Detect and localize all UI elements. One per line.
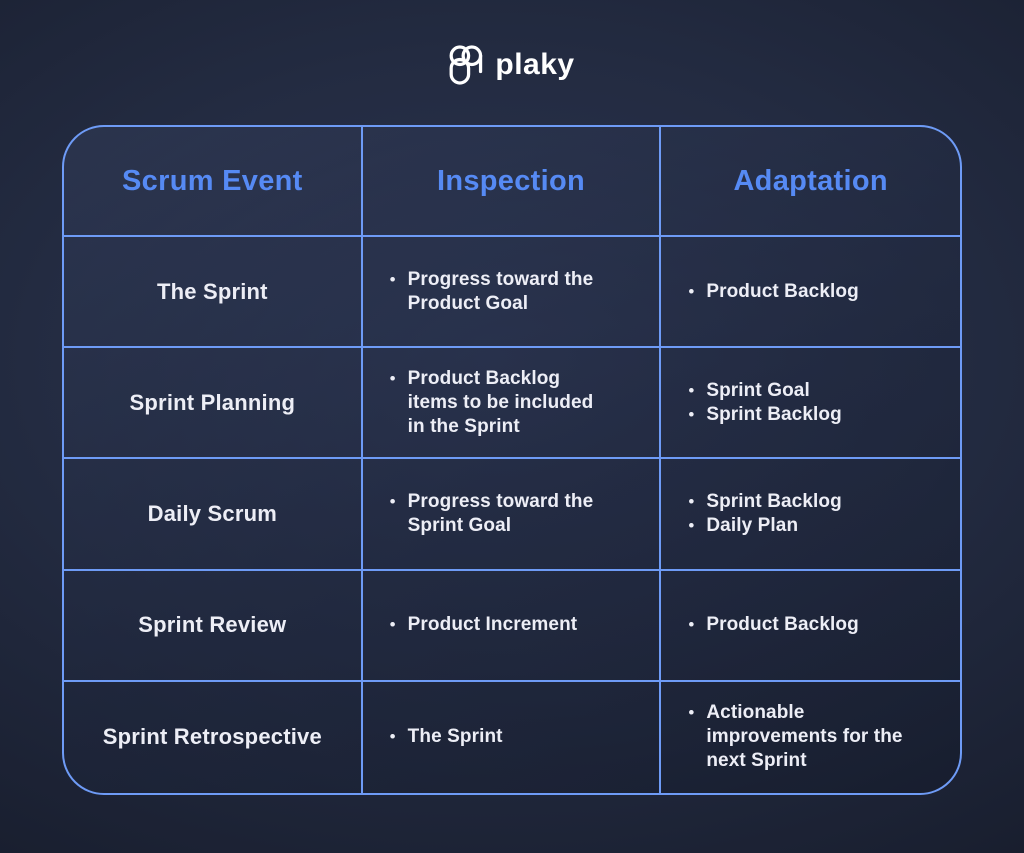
event-cell: Daily Scrum: [64, 459, 363, 571]
logo-text: plaky: [495, 48, 575, 81]
bullet-item: • Product Backlog: [688, 613, 858, 637]
bullet-dot-icon: •: [389, 491, 396, 511]
bullet-item: • Actionable improvements for the next Sp…: [688, 701, 904, 773]
bullet-dot-icon: •: [389, 615, 396, 635]
column-header-adaptation: Adaptation: [661, 127, 960, 237]
bullet-text: Product Increment: [407, 614, 578, 636]
bullet-item: • Sprint Backlog: [688, 403, 841, 427]
event-cell: Sprint Planning: [64, 348, 363, 460]
adaptation-cell: • Product Backlog: [661, 571, 960, 682]
event-cell: Sprint Review: [64, 570, 363, 682]
bullet-dot-icon: •: [389, 269, 396, 289]
bullet-text: Sprint Goal: [706, 379, 810, 401]
bullet-item: • Progress toward the Product Goal: [390, 268, 606, 316]
bullet-text: Daily Plan: [706, 514, 799, 536]
bullet-text: The Sprint: [407, 726, 503, 748]
inspection-cell: • Progress toward the Sprint Goal: [362, 459, 662, 571]
bullet-text: Product Backlog: [706, 614, 859, 636]
bullet-item: • Product Backlog items to be included in…: [390, 367, 606, 439]
inspection-cell: • The Sprint: [363, 681, 662, 793]
bullet-text: Progress toward the Product Goal: [407, 268, 594, 314]
logo: plaky: [0, 44, 1024, 86]
bullet-text: Actionable improvements for the next Spr…: [706, 702, 903, 772]
plaky-logo-icon: [449, 44, 486, 86]
adaptation-cell: • Product Backlog: [661, 237, 960, 349]
bullet-dot-icon: •: [389, 368, 396, 388]
bullet-dot-icon: •: [688, 515, 695, 535]
bullet-text: Sprint Backlog: [706, 490, 842, 512]
bullet-dot-icon: •: [688, 281, 695, 301]
bullet-text: Product Backlog items to be included in …: [407, 367, 594, 437]
column-header-inspection: Inspection: [362, 127, 662, 237]
bullet-dot-icon: •: [688, 703, 695, 723]
event-label: The Sprint: [156, 278, 268, 304]
bullet-item: • Progress toward the Sprint Goal: [390, 490, 606, 538]
event-cell: Sprint Retrospective: [64, 681, 363, 793]
event-cell: The Sprint: [64, 237, 363, 349]
event-label: Sprint Review: [138, 612, 287, 638]
bullet-text: Product Backlog: [706, 280, 859, 302]
column-header-scrum-event: Scrum Event: [64, 127, 363, 237]
bullet-dot-icon: •: [688, 491, 695, 511]
bullet-dot-icon: •: [688, 380, 695, 400]
inspection-cell: • Progress toward the Product Goal: [362, 237, 662, 349]
event-label: Sprint Retrospective: [102, 724, 322, 750]
bullet-item: • Product Increment: [390, 613, 578, 637]
adaptation-cell: • Sprint Goal • Sprint Backlog: [661, 348, 960, 460]
event-label: Daily Scrum: [147, 500, 278, 526]
bullet-item: • The Sprint: [390, 725, 503, 749]
bullet-text: Progress toward the Sprint Goal: [407, 490, 594, 536]
inspection-cell: • Product Increment: [362, 570, 662, 682]
bullet-text: Sprint Backlog: [706, 403, 842, 425]
bullet-dot-icon: •: [688, 615, 695, 635]
bullet-dot-icon: •: [688, 404, 695, 424]
adaptation-cell: • Actionable improvements for the next Sp…: [661, 682, 960, 793]
bullet-item: • Daily Plan: [688, 514, 841, 538]
scrum-events-table: Scrum Event Inspection Adaptation The Sp…: [62, 125, 962, 795]
inspection-cell: • Product Backlog items to be included in…: [362, 348, 662, 460]
bullet-item: • Sprint Goal: [688, 379, 841, 403]
bullet-item: • Product Backlog: [688, 280, 858, 304]
adaptation-cell: • Sprint Backlog • Daily Plan: [661, 459, 960, 571]
bullet-dot-icon: •: [389, 727, 396, 747]
bullet-item: • Sprint Backlog: [688, 490, 841, 514]
event-label: Sprint Planning: [129, 389, 296, 415]
